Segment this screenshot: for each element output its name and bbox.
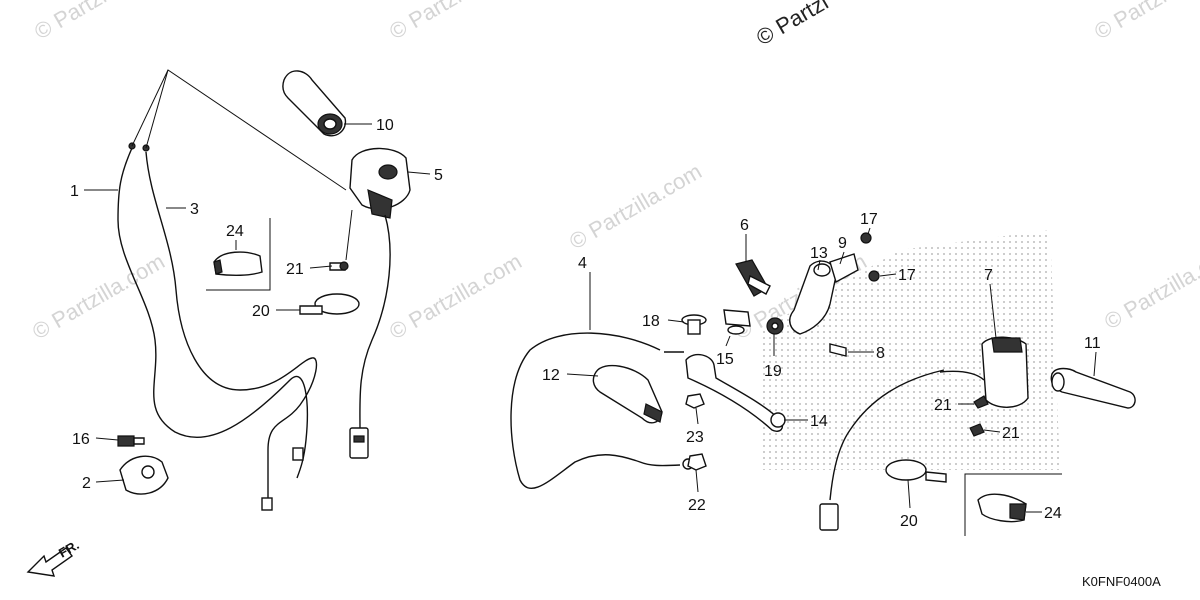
callout-14: 14 [810, 413, 828, 430]
harness-connector [349, 427, 369, 459]
callout-11: 11 [1084, 335, 1101, 352]
bolt-17-top [860, 232, 872, 244]
lever-bracket-13 [789, 260, 837, 335]
front-direction-indicator: FR. [26, 537, 82, 577]
callout-4: 4 [578, 255, 587, 272]
switch-harness [359, 214, 391, 431]
bracket-holder-9 [829, 253, 859, 284]
leader-line [145, 69, 169, 149]
right-grip-11 [1050, 367, 1136, 409]
callout-leaders [84, 123, 1097, 513]
callout-20-left: 20 [252, 303, 270, 320]
left-throttle-grip [282, 70, 347, 137]
callout-3: 3 [190, 201, 199, 218]
callout-15: 15 [716, 351, 734, 368]
pin-8 [829, 343, 847, 357]
bolt-16 [117, 435, 145, 447]
callout-21-right-lower: 21 [1002, 425, 1020, 442]
callout-8: 8 [876, 345, 885, 362]
watermark: © Partzilla.com [30, 0, 171, 44]
wire-clip-24-left [213, 251, 263, 277]
inset-box-right [964, 473, 1062, 536]
callout-24-left: 24 [226, 223, 244, 240]
lever-pivot-bolt-18 [681, 314, 707, 335]
callout-16: 16 [72, 431, 90, 448]
cable-band-20-right [885, 459, 947, 483]
cable-end-fitting [292, 447, 304, 461]
callout-6: 6 [740, 217, 749, 234]
nut-23 [685, 393, 705, 409]
watermark: © Partzilla.com [385, 0, 526, 44]
clutch-cable-4 [510, 332, 681, 490]
callout-12: 12 [542, 367, 560, 384]
callout-labels: 1 2 3 4 5 6 7 8 9 10 11 12 13 14 15 16 1… [70, 117, 1101, 530]
callout-21-left: 21 [286, 261, 304, 278]
diagram-code: K0FNF0400A [1082, 574, 1161, 589]
cable-adjuster-15 [723, 309, 751, 335]
callout-19: 19 [764, 363, 782, 380]
callout-20-right: 20 [900, 513, 918, 530]
watermark: © Partzilla.com [565, 159, 706, 255]
screw-21-left [329, 261, 349, 271]
callout-24-right: 24 [1044, 505, 1062, 522]
clutch-lever-14 [685, 353, 786, 432]
clutch-switch-6 [735, 259, 771, 297]
cable-clamp-2 [119, 455, 169, 495]
callout-7: 7 [984, 267, 993, 284]
lock-nut-19 [766, 317, 784, 335]
lever-guard-12 [592, 364, 663, 424]
callout-10: 10 [376, 117, 394, 134]
leader-line [345, 209, 353, 261]
right-handlebar-switch-7 [939, 336, 1029, 408]
callout-9: 9 [838, 235, 847, 252]
callout-21-right-upper: 21 [934, 397, 952, 414]
watermark: © Partzilla.com [28, 249, 169, 345]
callout-17-top: 17 [860, 211, 878, 228]
throttle-housing [349, 147, 411, 219]
cable-end-fitting [261, 497, 273, 511]
nut-22 [687, 453, 707, 471]
connector-latch [353, 435, 365, 443]
inset-box [206, 218, 271, 291]
callout-23: 23 [686, 429, 704, 446]
watermark: © Partzilla.com [1100, 239, 1200, 335]
throttle-cable-3 [145, 151, 318, 505]
callout-5: 5 [434, 167, 443, 184]
callout-18: 18 [642, 313, 660, 330]
right-switch-harness [829, 369, 945, 501]
wire-clip-24-right [977, 493, 1027, 523]
bolt-17-side [868, 270, 880, 282]
throttle-cable-1 [117, 147, 309, 479]
callout-22: 22 [688, 497, 706, 514]
screw-21-right-upper [973, 395, 989, 409]
screw-21-right-lower [969, 423, 985, 437]
watermark-dark: © Partzi [752, 0, 833, 50]
watermark: © Partzilla.com [1090, 0, 1200, 44]
callout-13: 13 [810, 245, 828, 262]
dotted-background [760, 230, 1060, 470]
callout-2: 2 [82, 475, 91, 492]
callout-1: 1 [70, 183, 79, 200]
harness-connector-right [819, 503, 839, 531]
cable-band-20-left [299, 293, 360, 315]
watermark: © Partzilla.com [385, 249, 526, 345]
callout-17-side: 17 [898, 267, 916, 284]
